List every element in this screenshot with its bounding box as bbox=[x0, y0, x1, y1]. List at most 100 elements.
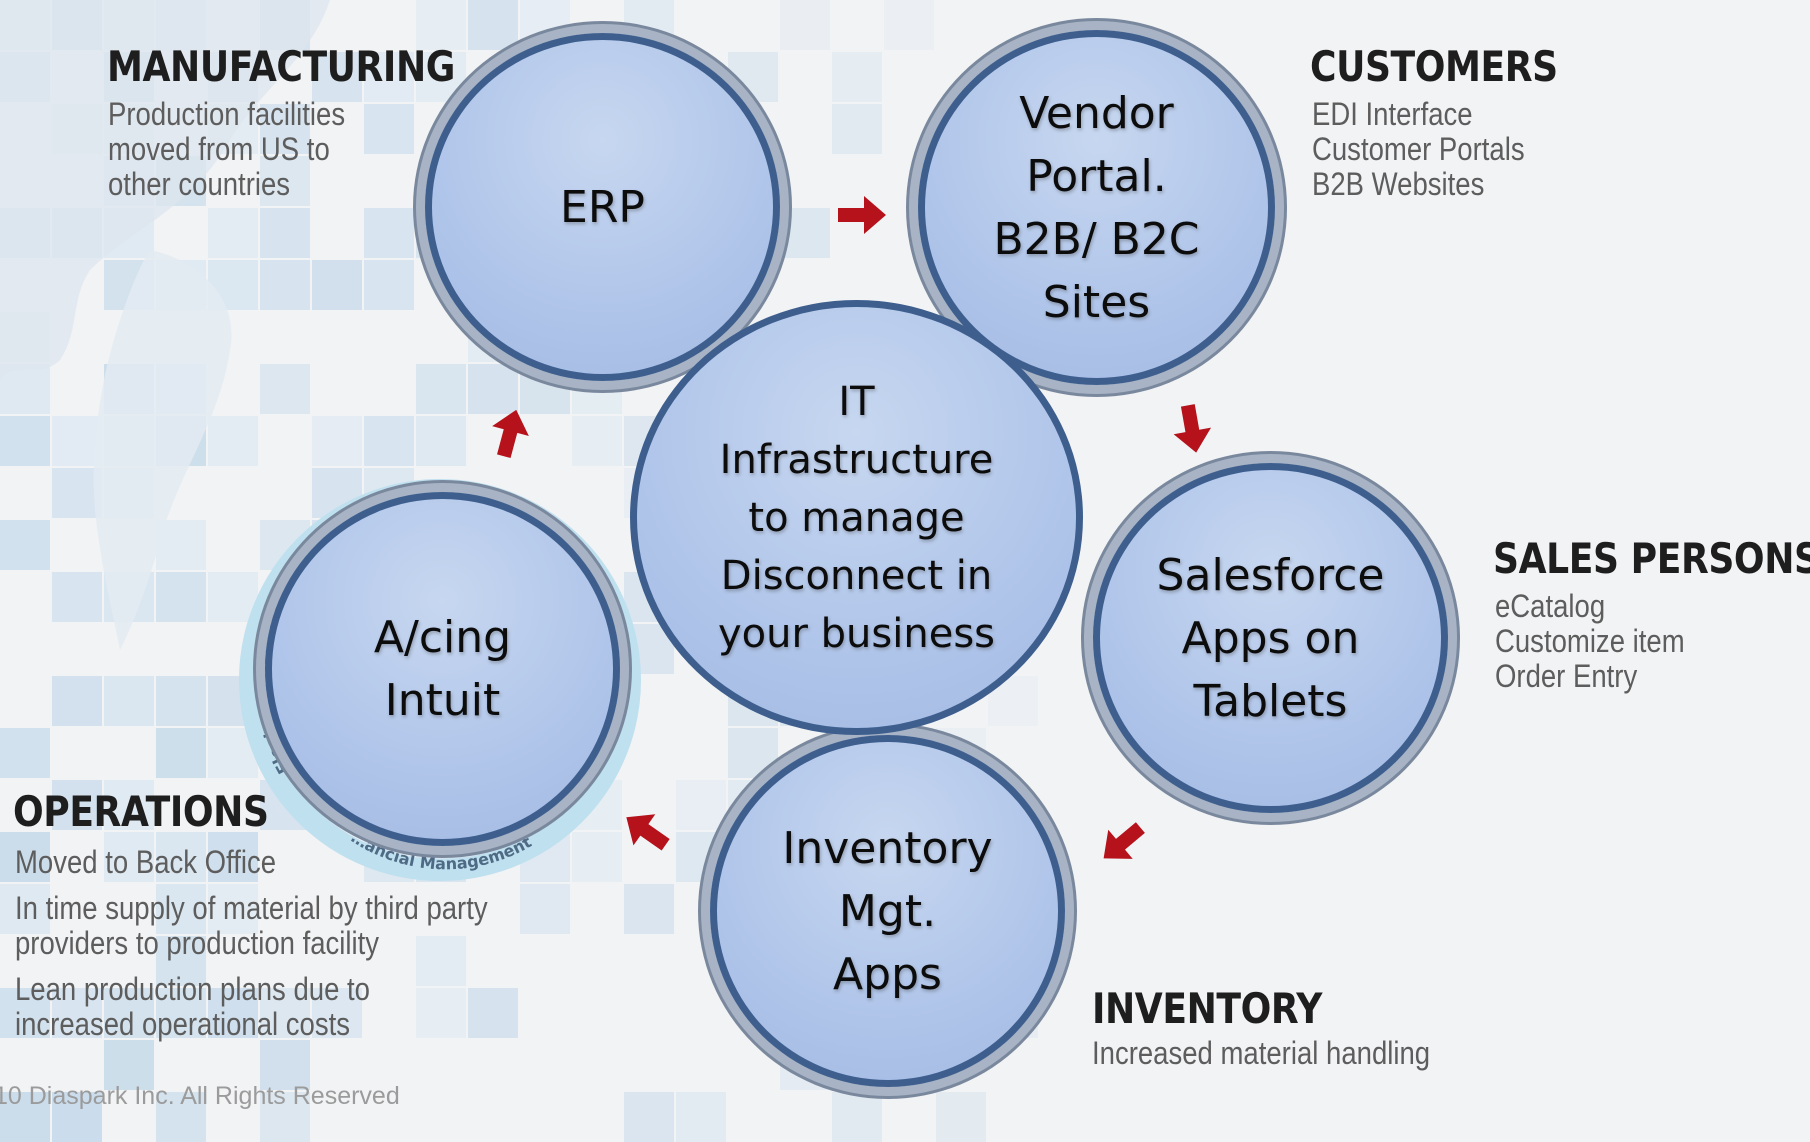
background-tile bbox=[156, 728, 206, 778]
copyright-footer: 10 Diaspark Inc. All Rights Reserved bbox=[0, 1082, 400, 1110]
manufacturing-description: Production facilities moved from US to o… bbox=[108, 97, 345, 202]
inventory-apps-node: Inventory Mgt. Apps bbox=[710, 735, 1065, 1087]
background-tile bbox=[0, 416, 50, 466]
arrow-up-left-icon bbox=[626, 814, 670, 851]
background-tile bbox=[260, 208, 310, 258]
background-tile bbox=[416, 364, 466, 414]
background-tile bbox=[52, 780, 102, 830]
background-tile bbox=[624, 884, 674, 934]
sales-persons-description: eCatalog Customize item Order Entry bbox=[1495, 589, 1685, 694]
background-tile bbox=[364, 260, 414, 310]
background-tile bbox=[312, 988, 362, 1038]
background-tile bbox=[364, 52, 414, 102]
inventory-apps-node-label: Inventory Mgt. Apps bbox=[782, 822, 993, 1000]
operations-line: increased operational costs bbox=[15, 1006, 351, 1042]
arrow-down-icon bbox=[1173, 404, 1212, 453]
background-tile bbox=[0, 364, 50, 414]
background-tile bbox=[312, 260, 362, 310]
customers-line: EDI Interface bbox=[1312, 96, 1473, 132]
background-tile bbox=[208, 208, 258, 258]
background-tile bbox=[260, 364, 310, 414]
background-tile bbox=[260, 988, 310, 1038]
sales-persons-line: eCatalog bbox=[1495, 588, 1606, 624]
vendor-portal-node-label: Vendor Portal. B2B/ B2C Sites bbox=[993, 87, 1200, 328]
operations-title: OPERATIONS bbox=[13, 787, 269, 836]
background-tile bbox=[156, 572, 206, 622]
background-tile bbox=[0, 832, 50, 882]
customers-line: B2B Websites bbox=[1312, 166, 1485, 202]
background-tile bbox=[468, 0, 518, 50]
inventory-title: INVENTORY bbox=[1092, 984, 1322, 1033]
operations-line: In time supply of material by third part… bbox=[15, 890, 488, 926]
sales-persons-title: SALES PERSONS bbox=[1493, 534, 1810, 583]
background-tile bbox=[364, 416, 414, 466]
background-tile bbox=[208, 832, 258, 882]
background-tile bbox=[468, 364, 518, 414]
background-tile bbox=[0, 884, 50, 934]
background-tile bbox=[52, 468, 102, 518]
customers-description: EDI Interface Customer Portals B2B Websi… bbox=[1312, 97, 1525, 202]
operations-description: Moved to Back Office In time supply of m… bbox=[15, 845, 488, 1042]
arrow-down-left-icon bbox=[1103, 822, 1145, 859]
background-tile bbox=[156, 936, 206, 986]
arrow-right-icon bbox=[838, 196, 886, 234]
background-tile bbox=[208, 416, 258, 466]
background-tile bbox=[0, 520, 50, 570]
background-tile bbox=[416, 52, 466, 102]
operations-line: Lean production plans due to bbox=[15, 971, 370, 1007]
manufacturing-line: Production facilities bbox=[108, 96, 346, 132]
background-tile bbox=[260, 156, 310, 206]
background-tile bbox=[208, 988, 258, 1038]
background-tile bbox=[520, 884, 570, 934]
background-tile bbox=[416, 936, 466, 986]
background-tile bbox=[52, 416, 102, 466]
background-tile bbox=[936, 1092, 986, 1142]
background-tile bbox=[312, 52, 362, 102]
background-tile bbox=[416, 0, 466, 50]
background-tile bbox=[728, 728, 778, 778]
background-tile bbox=[156, 520, 206, 570]
background-tile bbox=[260, 260, 310, 310]
inventory-description: Increased material handling bbox=[1092, 1036, 1430, 1071]
center-it-infrastructure-node: IT Infrastructure to manage Disconnect i… bbox=[630, 300, 1083, 735]
erp-node: ERP bbox=[425, 33, 780, 381]
sales-persons-line: Order Entry bbox=[1495, 658, 1638, 694]
inventory-line: Increased material handling bbox=[1092, 1035, 1431, 1071]
background-tile bbox=[0, 728, 50, 778]
background-tile bbox=[52, 572, 102, 622]
background-tile bbox=[780, 208, 830, 258]
background-tile bbox=[208, 572, 258, 622]
background-tile bbox=[832, 52, 882, 102]
salesforce-node-label: Salesforce Apps on Tablets bbox=[1156, 549, 1385, 727]
background-tile bbox=[156, 676, 206, 726]
operations-line: providers to production facility bbox=[15, 925, 380, 961]
salesforce-node: Salesforce Apps on Tablets bbox=[1093, 463, 1448, 813]
background-tile bbox=[208, 884, 258, 934]
background-tile bbox=[832, 104, 882, 154]
background-tile bbox=[104, 676, 154, 726]
background-tile bbox=[832, 1092, 882, 1142]
manufacturing-line: moved from US to bbox=[108, 131, 330, 167]
manufacturing-line: other countries bbox=[108, 166, 291, 202]
acing-node: A/cing Intuit bbox=[265, 492, 620, 846]
background-tile bbox=[104, 1040, 154, 1090]
center-node-label: IT Infrastructure to manage Disconnect i… bbox=[718, 378, 995, 657]
background-tile bbox=[364, 104, 414, 154]
background-tile bbox=[0, 988, 50, 1038]
vendor-portal-node: Vendor Portal. B2B/ B2C Sites bbox=[918, 30, 1275, 385]
operations-line: Moved to Back Office bbox=[15, 844, 277, 880]
customers-line: Customer Portals bbox=[1312, 131, 1525, 167]
background-tile bbox=[416, 988, 466, 1038]
background-tile bbox=[364, 208, 414, 258]
background-tile bbox=[104, 780, 154, 830]
background-tile bbox=[104, 988, 154, 1038]
background-tile bbox=[312, 416, 362, 466]
background-tile bbox=[572, 416, 622, 466]
sales-persons-line: Customize item bbox=[1495, 623, 1685, 659]
customers-title: CUSTOMERS bbox=[1310, 42, 1558, 91]
background-tile bbox=[780, 0, 830, 50]
arrow-up-icon bbox=[492, 409, 529, 458]
erp-node-label: ERP bbox=[560, 181, 645, 233]
background-tile bbox=[676, 780, 726, 830]
background-tile bbox=[260, 1040, 310, 1090]
